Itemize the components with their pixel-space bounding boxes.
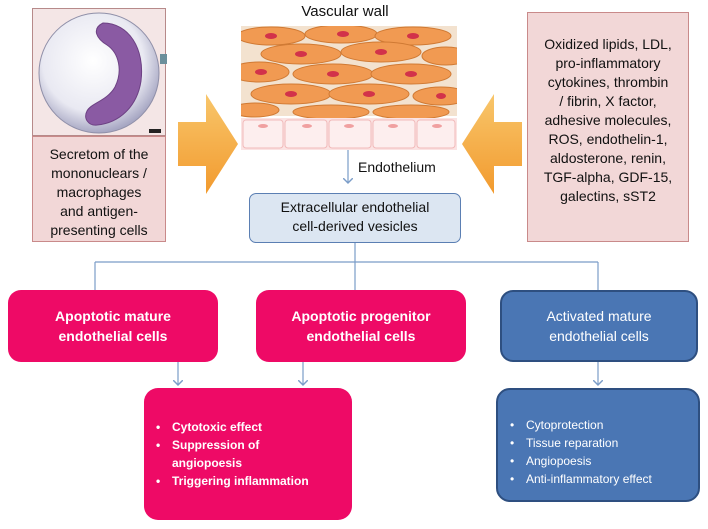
apoptotic-mature-line-2: endothelial cells — [58, 328, 168, 344]
stimuli-box: Oxidized lipids, LDL, pro-inflammatory c… — [527, 12, 689, 242]
vesicles-line-2: cell-derived vesicles — [292, 218, 418, 234]
activated-mature-box: Activated mature endothelial cells — [500, 290, 698, 362]
secretome-line-2: mononuclears / — [51, 165, 147, 181]
stimuli-line-8: TGF-alpha, GDF-15, — [543, 169, 673, 185]
stimuli-line-7: aldosterone, renin, — [550, 150, 666, 166]
secretome-line-5: presenting cells — [50, 222, 148, 238]
macrophage-cell-image — [32, 8, 167, 136]
macrophage-drawing — [38, 12, 167, 134]
stimuli-line-3: cytokines, thrombin — [547, 74, 669, 90]
stimuli-line-4: / fibrin, X factor, — [559, 93, 657, 109]
secretome-line-1: Secretom of the — [49, 146, 149, 162]
apoptotic-effect-4: Triggering inflammation — [156, 472, 352, 490]
vesicles-box: Extracellular endothelial cell-derived v… — [249, 193, 461, 243]
activated-effect-4: Anti-inflammatory effect — [510, 470, 698, 488]
vascular-wall-drawing — [228, 24, 471, 150]
vascular-wall-image — [228, 24, 471, 150]
stimuli-line-2: pro-inflammatory — [555, 55, 661, 71]
apoptotic-effect-3: angiopoesis — [172, 456, 243, 470]
stimuli-line-9: galectins, sST2 — [560, 188, 656, 204]
activated-mature-line-2: endothelial cells — [549, 328, 649, 344]
apoptotic-effects-box: Cytotoxic effect Suppression of angiopoe… — [144, 388, 352, 520]
stimuli-line-5: adhesive molecules, — [544, 112, 672, 128]
apoptotic-progenitor-box: Apoptotic progenitor endothelial cells — [256, 290, 466, 362]
apoptotic-mature-box: Apoptotic mature endothelial cells — [8, 290, 218, 362]
activated-mature-line-1: Activated mature — [546, 308, 652, 324]
apoptotic-progenitor-line-1: Apoptotic progenitor — [291, 308, 431, 324]
stimuli-line-6: ROS, endothelin-1, — [548, 131, 668, 147]
apoptotic-mature-line-1: Apoptotic mature — [55, 308, 171, 324]
secretome-line-4: and antigen- — [60, 203, 138, 219]
activated-effect-1: Cytoprotection — [510, 416, 698, 434]
apoptotic-effect-2: Suppression of — [156, 436, 352, 454]
secretome-line-3: macrophages — [56, 184, 142, 200]
activated-effect-3: Angiopoesis — [510, 452, 698, 470]
activated-effects-box: Cytoprotection Tissue reparation Angiopo… — [496, 388, 700, 502]
apoptotic-effect-1: Cytotoxic effect — [156, 418, 352, 436]
activated-effect-2: Tissue reparation — [510, 434, 698, 452]
left-arrow — [178, 94, 238, 194]
endothelium-label: Endothelium — [358, 159, 436, 175]
vascular-wall-label: Vascular wall — [301, 3, 389, 20]
right-arrow — [462, 94, 522, 194]
stimuli-line-1: Oxidized lipids, LDL, — [544, 36, 672, 52]
secretome-source-box: Secretom of the mononuclears / macrophag… — [32, 136, 166, 242]
vesicles-line-1: Extracellular endothelial — [280, 199, 430, 215]
apoptotic-progenitor-line-2: endothelial cells — [306, 328, 416, 344]
